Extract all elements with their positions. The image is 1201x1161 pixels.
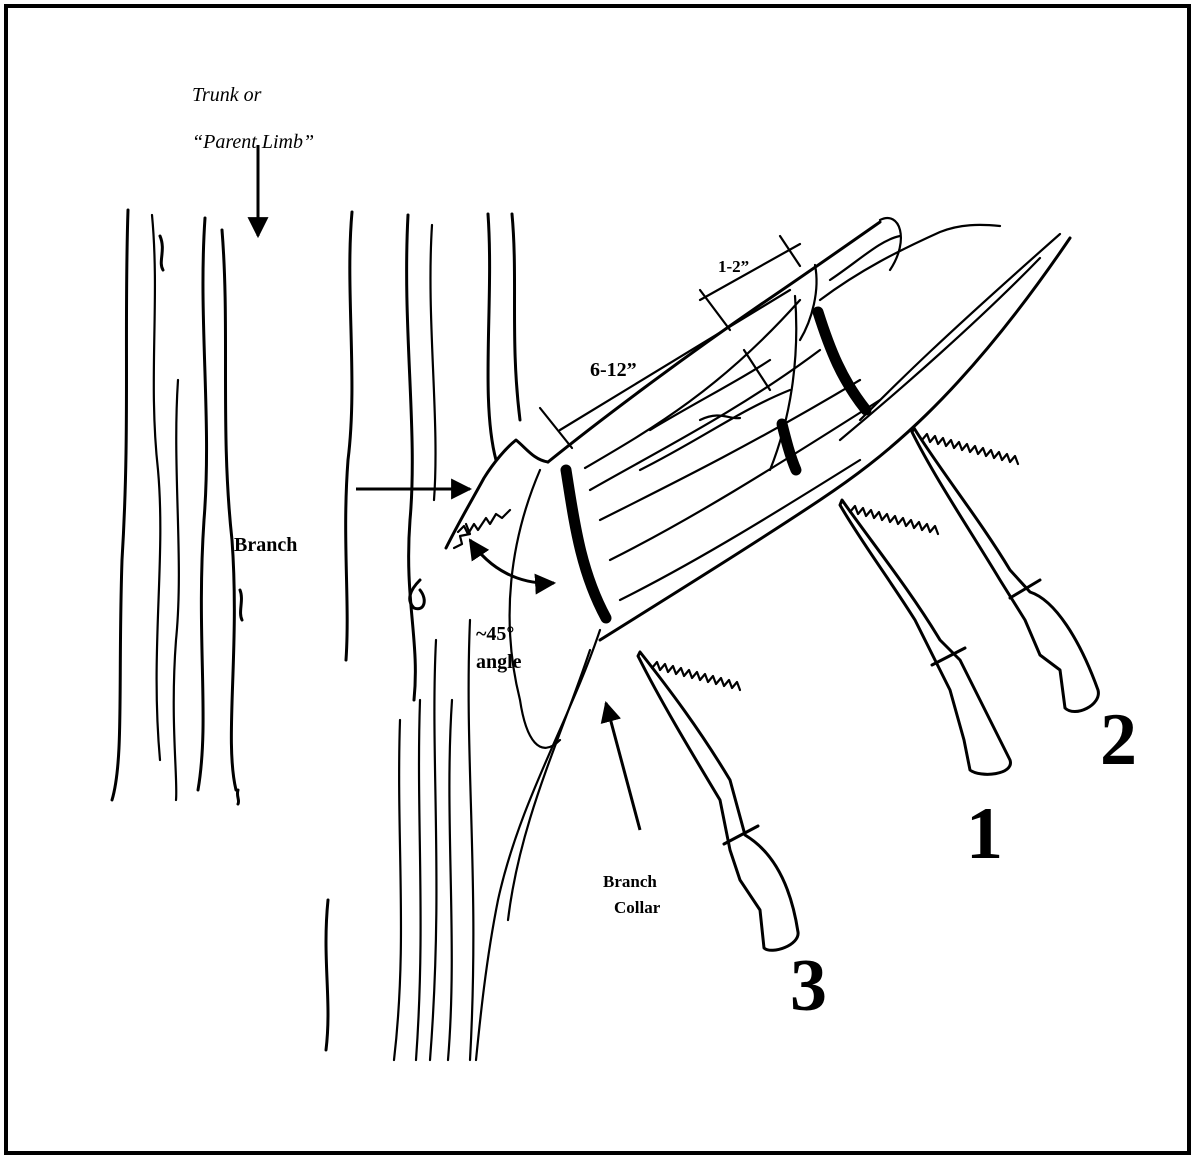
trunk-label-line1: Trunk or xyxy=(192,84,262,106)
arrows xyxy=(258,145,640,830)
angle-label-line2: angle xyxy=(476,651,522,673)
top-cut-mark xyxy=(818,312,866,410)
cut-number-1: 1 xyxy=(966,793,1003,875)
branch-stub-sketch xyxy=(446,440,548,548)
trunk-sketch xyxy=(112,210,600,1060)
angle-arrow xyxy=(470,540,554,583)
trunk-label-line2: “Parent Limb” xyxy=(192,131,314,153)
collar-label-line1: Branch xyxy=(603,872,657,891)
dimension-long-label: 6-12” xyxy=(590,359,637,381)
saw-1-icon xyxy=(840,500,1010,774)
cut-number-2: 2 xyxy=(1100,699,1137,781)
cut-marks xyxy=(566,312,866,618)
final-cut-mark xyxy=(566,470,606,618)
branch-label: Branch xyxy=(234,534,297,556)
undercut-mark xyxy=(782,424,796,470)
angle-label-line1: ~45° xyxy=(476,623,514,645)
dimension-short-label: 1-2” xyxy=(718,257,749,276)
branch-sketch xyxy=(548,218,1070,640)
collar-arrow xyxy=(606,703,640,830)
cut-number-3: 3 xyxy=(790,945,827,1027)
collar-label-line2: Collar xyxy=(614,898,661,917)
saw-3-icon xyxy=(638,652,798,950)
